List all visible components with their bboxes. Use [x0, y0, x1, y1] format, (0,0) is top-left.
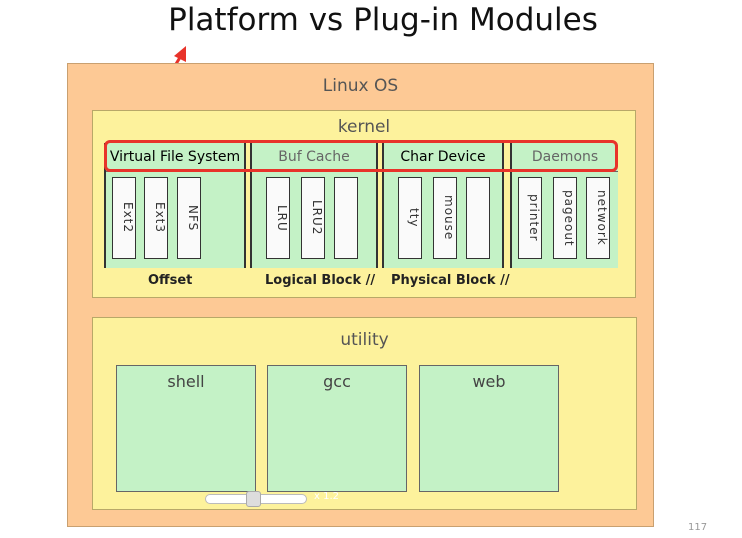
kernel-label: kernel [337, 117, 391, 137]
vfs-column: Virtual File System Ext2 Ext3 NFS [104, 143, 246, 268]
app-gcc: gcc [267, 365, 407, 492]
slide-title: Platform vs Plug-in Modules [168, 2, 598, 38]
module-nfs: NFS [177, 177, 201, 259]
caption-offset: Offset [148, 273, 193, 288]
module-ext3: Ext3 [144, 177, 168, 259]
module-empty [334, 177, 358, 259]
module-ext2: Ext2 [112, 177, 136, 259]
app-shell: shell [116, 365, 256, 492]
app-web: web [419, 365, 559, 492]
module-empty [466, 177, 490, 259]
highlight-box [104, 140, 618, 172]
page-number: 117 [688, 522, 708, 533]
zoom-level: x 1.2 [314, 491, 339, 502]
char-device-column: Char Device tty mouse [382, 143, 504, 268]
zoom-slider-handle[interactable] [246, 491, 261, 507]
module-tty: tty [398, 177, 422, 259]
module-lru: LRU [266, 177, 290, 259]
daemons-column: Daemons printer pageout network [510, 143, 618, 268]
utility-label: utility [340, 330, 389, 350]
module-lru2: LRU2 [301, 177, 325, 259]
module-network: network [586, 177, 610, 259]
caption-physical-block: Physical Block // [391, 273, 510, 288]
module-pageout: pageout [553, 177, 577, 259]
module-mouse: mouse [433, 177, 457, 259]
buf-cache-column: Buf Cache LRU LRU2 [250, 143, 378, 268]
os-label: Linux OS [322, 76, 399, 96]
module-printer: printer [518, 177, 542, 259]
caption-logical-block: Logical Block // [265, 273, 376, 288]
